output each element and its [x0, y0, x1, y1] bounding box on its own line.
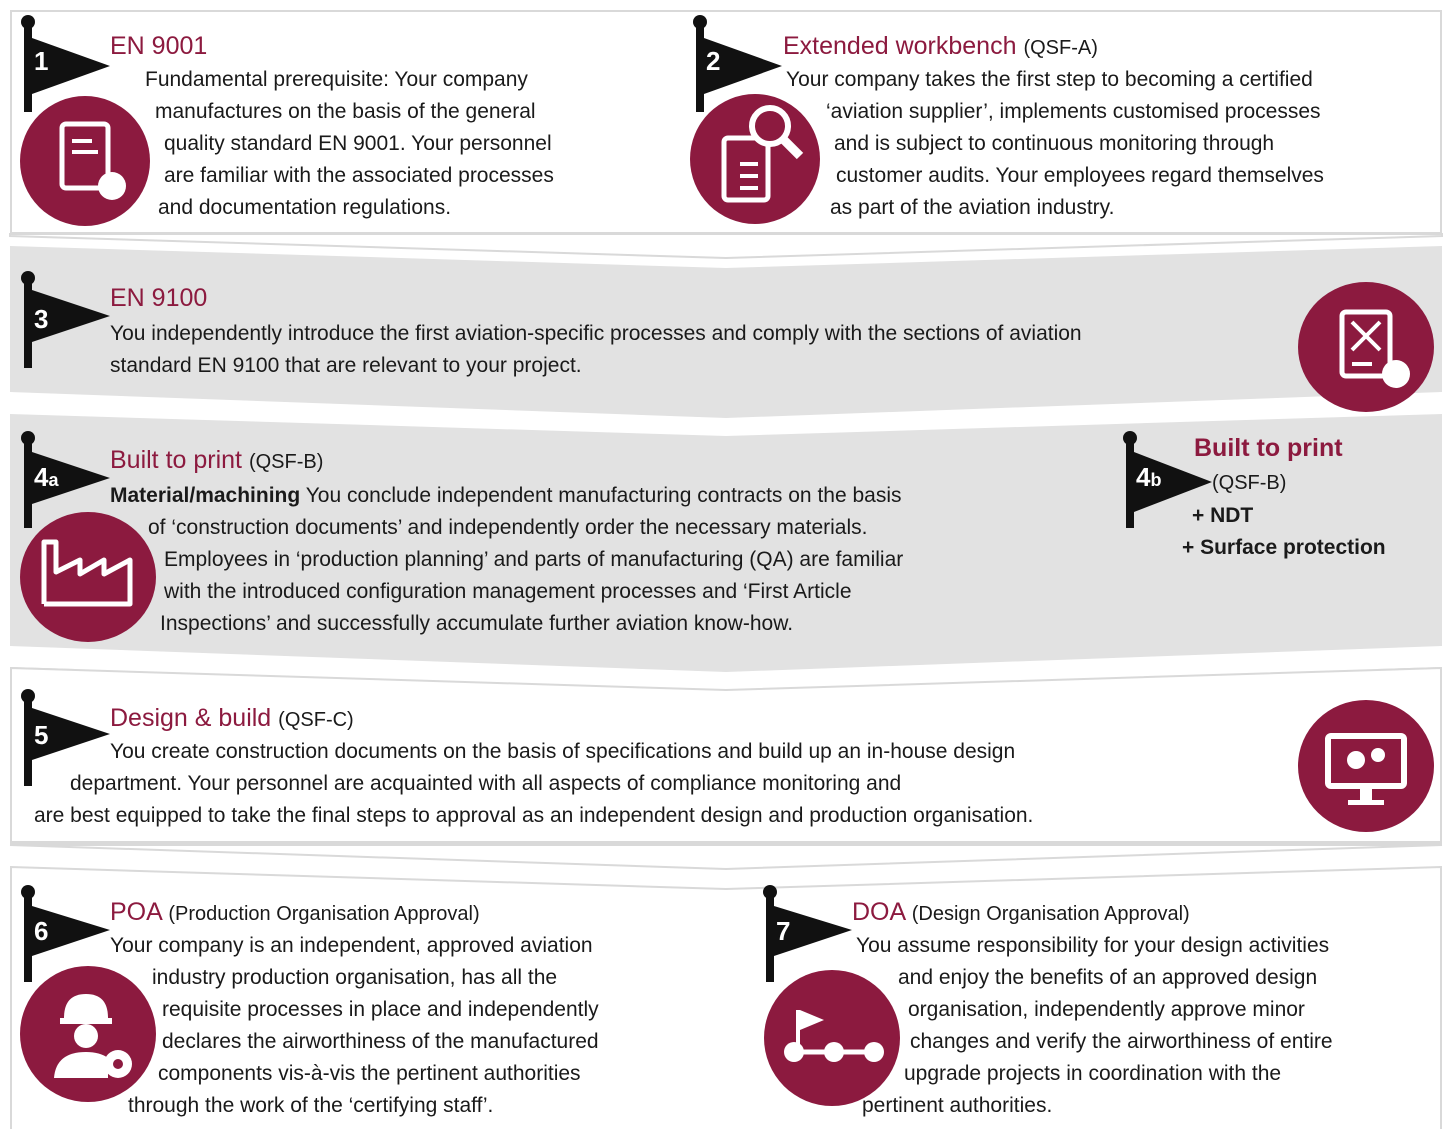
- chevron-arrow: [10, 392, 1442, 418]
- step-6-line: declares the airworthiness of the manufa…: [162, 1030, 599, 1053]
- step-number-6: 6: [34, 916, 49, 946]
- step-5-line: department. Your personnel are acquainte…: [70, 772, 902, 795]
- step-6-line: components vis-à-vis the pertinent autho…: [158, 1062, 581, 1085]
- flag-route-icon: [764, 970, 900, 1106]
- step-4b-suffix: (QSF-B): [1212, 472, 1287, 494]
- document-certificate-icon: [20, 96, 150, 226]
- flag-marker-4a: [21, 431, 110, 528]
- step-1-line: and documentation regulations.: [158, 196, 452, 219]
- checklist-magnifier-icon: [690, 94, 820, 224]
- step-7-line: upgrade projects in coordination with th…: [904, 1062, 1282, 1085]
- flag-marker-7: [763, 885, 852, 982]
- step-5-line: You create construction documents on the…: [110, 740, 1016, 763]
- band-border: [10, 866, 1442, 1129]
- step-title-7: DOA (Design Organisation Approval): [852, 898, 1190, 926]
- step-title-5: Design & build (QSF-C): [110, 704, 354, 732]
- step-2-line: and is subject to continuous monitoring …: [834, 132, 1275, 155]
- flag-marker-1: [21, 15, 110, 112]
- step-2-line: ‘aviation supplier’, implements customis…: [826, 100, 1321, 123]
- step-3-line: standard EN 9100 that are relevant to yo…: [110, 354, 582, 377]
- step-6-line: requisite processes in place and indepen…: [162, 998, 599, 1021]
- step-1-line: Fundamental prerequisite: Your company: [145, 68, 528, 91]
- step-7-line: organisation, independently approve mino…: [908, 998, 1305, 1021]
- flag-marker-4b: [1123, 431, 1212, 528]
- step-2-line: as part of the aviation industry.: [830, 196, 1115, 219]
- step-4a-line: Material/machining You conclude independ…: [110, 484, 902, 507]
- step-6-line: Your company is an independent, approved…: [110, 934, 593, 957]
- chevron-arrow: [10, 646, 1442, 672]
- step-number-5: 5: [34, 720, 49, 750]
- chevron-arrow: [9, 844, 1443, 871]
- step-title-1: EN 9001: [110, 32, 208, 60]
- band-step-3: [10, 246, 1442, 392]
- chevron-arrow: [9, 233, 1443, 260]
- band-step-4: [10, 414, 1442, 646]
- step-number-1: 1: [34, 46, 49, 76]
- step-6-line: through the work of the ‘certifying staf…: [128, 1094, 494, 1117]
- step-7-line: You assume responsibility for your desig…: [856, 934, 1330, 957]
- step-1-line: manufactures on the basis of the general: [155, 100, 536, 123]
- step-4b-extra: + NDT: [1192, 504, 1254, 527]
- step-7-line: pertinent authorities.: [862, 1094, 1053, 1117]
- step-title-2: Extended workbench (QSF-A): [783, 32, 1098, 60]
- step-title-6: POA (Production Organisation Approval): [110, 898, 480, 926]
- step-4b-extra: + Surface protection: [1182, 536, 1386, 559]
- step-title-4a: Built to print (QSF-B): [110, 446, 324, 474]
- step-4a-line: with the introduced configuration manage…: [164, 580, 852, 603]
- step-number-4a: 4a: [34, 462, 59, 492]
- flag-marker-6: [21, 885, 110, 982]
- step-4a-line: Employees in ‘production planning’ and p…: [164, 548, 904, 571]
- step-1-line: quality standard EN 9001. Your personnel: [164, 132, 552, 155]
- step-1-line: are familiar with the associated process…: [164, 164, 554, 187]
- step-title-3: EN 9100: [110, 284, 208, 312]
- step-number-4b: 4b: [1136, 462, 1162, 492]
- step-7-line: and enjoy the benefits of an approved de…: [898, 966, 1318, 989]
- step-number-7: 7: [776, 916, 791, 946]
- step-4a-line: of ‘construction documents’ and independ…: [148, 516, 868, 539]
- step-7-line: changes and verify the airworthiness of …: [910, 1030, 1333, 1053]
- step-number-3: 3: [34, 304, 49, 334]
- step-number-2: 2: [706, 46, 721, 76]
- monitor-gears-icon: [1298, 700, 1434, 832]
- flag-marker-3: [21, 271, 110, 368]
- flag-marker-2: [693, 15, 782, 112]
- step-4a-line: Inspections’ and successfully accumulate…: [160, 612, 794, 635]
- step-6-line: industry production organisation, has al…: [152, 966, 558, 989]
- step-3-line: You independently introduce the first av…: [110, 322, 1082, 345]
- step-2-line: customer audits. Your employees regard t…: [836, 164, 1324, 187]
- step-title-4b: Built to print: [1194, 434, 1343, 462]
- flag-marker-5: [21, 689, 110, 786]
- engineer-gear-icon: [20, 966, 156, 1102]
- step-5-line: are best equipped to take the final step…: [34, 804, 1034, 827]
- aviation-document-icon: [1298, 282, 1434, 412]
- step-2-line: Your company takes the first step to bec…: [786, 68, 1313, 91]
- factory-icon: [20, 512, 156, 642]
- band-border: [10, 667, 1442, 844]
